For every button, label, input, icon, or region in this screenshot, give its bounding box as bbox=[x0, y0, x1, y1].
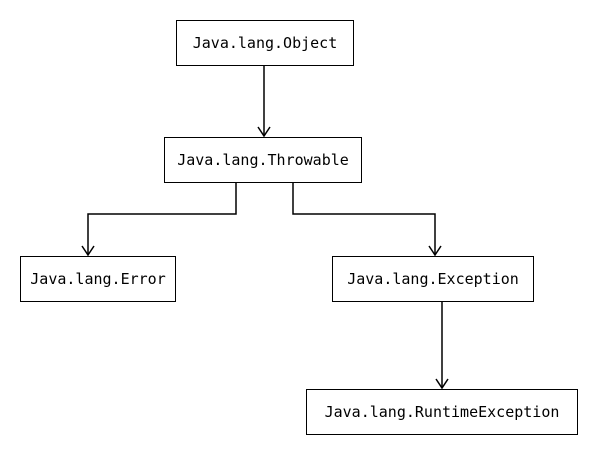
edge-object-to-throwable bbox=[257, 66, 271, 138]
node-exception-label: Java.lang.Exception bbox=[347, 270, 519, 288]
node-object-label: Java.lang.Object bbox=[192, 34, 338, 52]
node-throwable-label: Java.lang.Throwable bbox=[177, 151, 349, 169]
node-error: Java.lang.Error bbox=[20, 256, 176, 302]
edge-exception-to-runtime bbox=[435, 302, 449, 390]
node-throwable: Java.lang.Throwable bbox=[164, 137, 362, 183]
node-runtime-exception: Java.lang.RuntimeException bbox=[306, 389, 578, 435]
edge-throwable-to-exception bbox=[292, 183, 442, 257]
node-exception: Java.lang.Exception bbox=[332, 256, 534, 302]
edge-throwable-to-error bbox=[81, 183, 237, 257]
node-error-label: Java.lang.Error bbox=[30, 270, 166, 288]
node-object: Java.lang.Object bbox=[176, 20, 354, 66]
node-runtime-exception-label: Java.lang.RuntimeException bbox=[324, 403, 560, 421]
